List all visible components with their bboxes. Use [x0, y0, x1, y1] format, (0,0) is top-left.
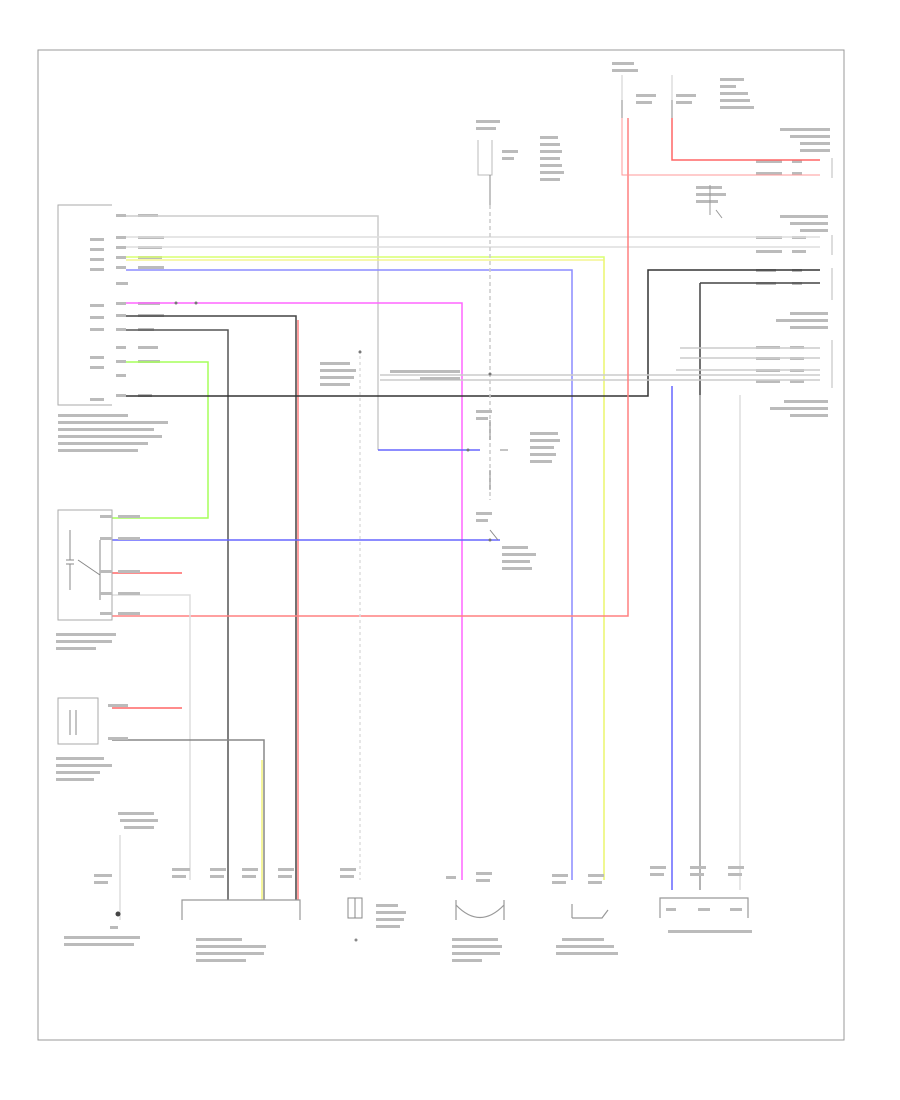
- rear-cooler-relay-label: [56, 633, 116, 650]
- rear-cooler-thermistor: [552, 874, 618, 955]
- ground-point: [64, 812, 158, 946]
- rear-cooler-blower-motor: [172, 868, 301, 962]
- junction-connector: [320, 362, 560, 570]
- rear-cooler-blower-resistor-label: [56, 757, 112, 781]
- diagram-frame: [37, 49, 845, 1041]
- right-connectors: [696, 128, 833, 417]
- ac-control-module: [57, 204, 168, 452]
- fuse-box: [476, 62, 754, 205]
- wires: [112, 118, 820, 920]
- rear-cooler-magnetic-valve: [446, 872, 505, 962]
- rear-cooler-blower-resistor: [56, 697, 128, 781]
- ac-control-module-label: [58, 414, 168, 452]
- junction-connector-lower: [340, 868, 406, 942]
- rear-cooler-switch: [650, 866, 752, 933]
- splice-points: [174, 301, 492, 542]
- rear-cooler-relay: [56, 509, 140, 650]
